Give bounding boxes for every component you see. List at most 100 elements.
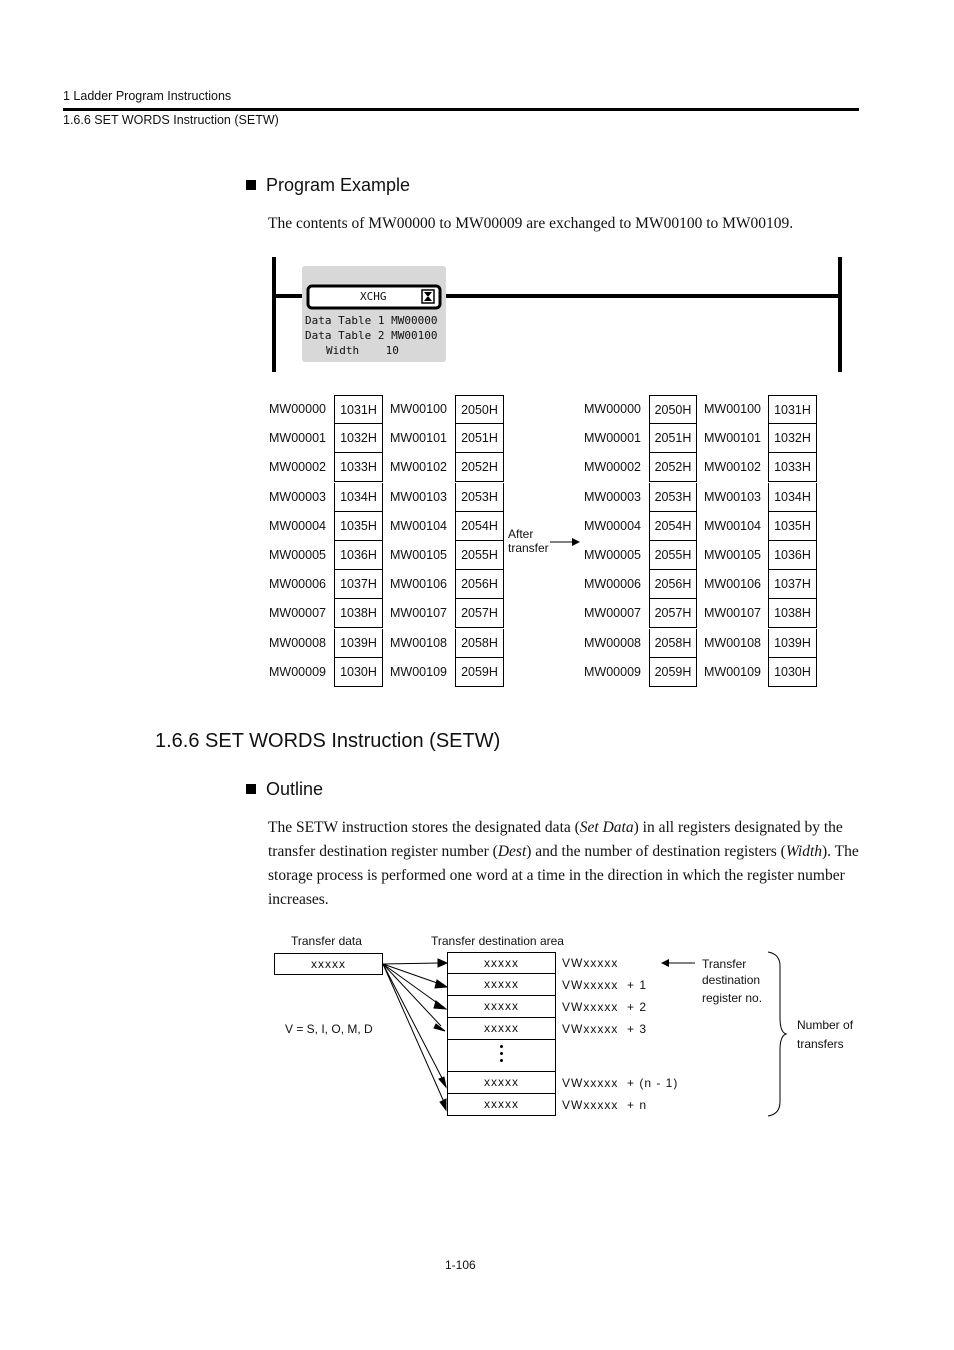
register-label: MW00104 bbox=[704, 518, 761, 533]
dest-register-label: VWxxxxx bbox=[562, 956, 619, 970]
register-value-cell: 2054H bbox=[649, 511, 697, 541]
register-value-cell: 2056H bbox=[455, 570, 504, 600]
register-value-cell: 1030H bbox=[334, 657, 383, 687]
register-label: MW00004 bbox=[584, 518, 641, 533]
register-value-cell: 2059H bbox=[455, 657, 504, 687]
register-label: MW00005 bbox=[584, 548, 641, 562]
register-label: MW00002 bbox=[269, 460, 326, 475]
register-value-cell: 1036H bbox=[334, 541, 383, 570]
register-value-cell: 1030H bbox=[768, 657, 817, 687]
register-value-cell: 1039H bbox=[334, 628, 383, 658]
register-value-cell: 2053H bbox=[455, 482, 504, 512]
register-value-cell: 2050H bbox=[455, 395, 504, 424]
instruction-name: XCHG bbox=[360, 290, 387, 303]
register-value-cell: 2054H bbox=[455, 511, 504, 541]
register-value-cell: 1035H bbox=[334, 511, 383, 541]
register-label: MW00007 bbox=[269, 606, 326, 621]
dest-register-label-2: destination bbox=[702, 973, 761, 987]
register-types-label: V = S, I, O, M, D bbox=[285, 1022, 373, 1036]
dest-area-label: Transfer destination area bbox=[431, 934, 564, 948]
register-label: MW00106 bbox=[390, 577, 447, 592]
register-label: MW00000 bbox=[269, 402, 326, 416]
register-label: MW00005 bbox=[269, 548, 326, 562]
dest-register-label: VWxxxxx + 2 bbox=[562, 1000, 648, 1014]
num-transfers-label-1: Number of bbox=[797, 1018, 854, 1032]
register-label: MW00109 bbox=[390, 664, 447, 679]
register-label: MW00105 bbox=[390, 548, 447, 562]
register-value-cell: 2055H bbox=[649, 541, 697, 570]
register-label: MW00008 bbox=[584, 635, 641, 650]
after-label: After bbox=[508, 527, 534, 541]
instruction-name-box bbox=[306, 284, 442, 310]
arrow-head-icon bbox=[433, 1023, 446, 1032]
register-value-cell: 2052H bbox=[649, 453, 697, 483]
program-example-text: The contents of MW00000 to MW00009 are e… bbox=[268, 215, 794, 232]
outline-heading: Outline bbox=[246, 779, 323, 800]
register-label: MW00101 bbox=[390, 431, 447, 446]
register-label: MW00102 bbox=[390, 460, 447, 475]
dest-register-label: VWxxxxx + (n - 1) bbox=[562, 1076, 679, 1090]
ladder-svg bbox=[272, 257, 842, 372]
dest-register-label-1: Transfer bbox=[702, 957, 747, 971]
register-label: MW00004 bbox=[269, 518, 326, 533]
register-value-cell: 1032H bbox=[334, 424, 383, 454]
register-label: MW00000 bbox=[584, 402, 641, 416]
register-value-cell: 1037H bbox=[334, 570, 383, 600]
dest-value-cell: xxxxx bbox=[447, 952, 556, 974]
register-value-cell: 1034H bbox=[768, 482, 817, 512]
register-label: MW00103 bbox=[390, 489, 447, 504]
dest-value-cell: xxxxx bbox=[447, 1018, 556, 1040]
arrow-head-icon bbox=[433, 1000, 448, 1010]
register-value-cell: 1037H bbox=[768, 570, 817, 600]
dest-value-cell: xxxxx bbox=[447, 996, 556, 1018]
square-bullet-icon bbox=[246, 180, 256, 190]
register-value-cell: 1031H bbox=[768, 395, 817, 424]
chapter-header: 1 Ladder Program Instructions bbox=[63, 89, 232, 103]
num-transfers-label-2: transfers bbox=[797, 1037, 844, 1051]
register-value-cell: 2057H bbox=[649, 599, 697, 629]
register-value-cell: 2051H bbox=[455, 424, 504, 454]
register-label: MW00105 bbox=[704, 548, 761, 562]
left-rung-line bbox=[276, 294, 306, 298]
left-power-rail bbox=[272, 257, 276, 372]
register-value-cell: 1033H bbox=[334, 453, 383, 483]
transfer-label: transfer bbox=[508, 541, 549, 555]
dest-value-cell: xxxxx bbox=[447, 1072, 556, 1094]
register-value-cell: 1033H bbox=[768, 453, 817, 483]
dest-value-cell: xxxxx bbox=[447, 974, 556, 996]
dest-register-arrow-icon bbox=[661, 959, 695, 967]
width-line: Width 10 bbox=[326, 344, 399, 357]
arrow-head-icon bbox=[434, 979, 449, 989]
register-label: MW00107 bbox=[390, 606, 447, 621]
register-label: MW00008 bbox=[269, 635, 326, 650]
dest-register-label-3: register no. bbox=[702, 991, 763, 1005]
page-number: 1-106 bbox=[445, 1258, 476, 1272]
register-value-cell: 2056H bbox=[649, 570, 697, 600]
program-example-heading: Program Example bbox=[246, 175, 410, 196]
register-label: MW00001 bbox=[269, 431, 326, 446]
register-value-cell: 2058H bbox=[649, 628, 697, 658]
section-title: 1.6.6 SET WORDS Instruction (SETW) bbox=[155, 730, 501, 752]
curly-brace-icon bbox=[767, 951, 788, 1117]
register-label: MW00103 bbox=[704, 489, 761, 504]
dest-register-label: VWxxxxx + 1 bbox=[562, 978, 648, 992]
register-label: MW00100 bbox=[704, 402, 761, 416]
register-value-cell: 1031H bbox=[334, 395, 383, 424]
register-label: MW00001 bbox=[584, 431, 641, 446]
register-value-cell: 1035H bbox=[768, 511, 817, 541]
register-label: MW00003 bbox=[584, 489, 641, 504]
dest-value-cell: xxxxx bbox=[447, 1094, 556, 1116]
register-label: MW00107 bbox=[704, 606, 761, 621]
register-label: MW00102 bbox=[704, 460, 761, 475]
header-rule bbox=[63, 108, 859, 111]
source-data-box: xxxxx bbox=[274, 953, 383, 975]
register-value-cell: 1032H bbox=[768, 424, 817, 454]
register-value-cell: 1038H bbox=[768, 599, 817, 629]
arrow-head-icon bbox=[439, 1098, 447, 1112]
register-label: MW00009 bbox=[269, 664, 326, 679]
register-label: MW00006 bbox=[269, 577, 326, 592]
register-label: MW00108 bbox=[390, 635, 447, 650]
register-value-cell: 2055H bbox=[455, 541, 504, 570]
register-label: MW00100 bbox=[390, 402, 447, 416]
outline-paragraph: The SETW instruction stores the designat… bbox=[268, 819, 859, 908]
